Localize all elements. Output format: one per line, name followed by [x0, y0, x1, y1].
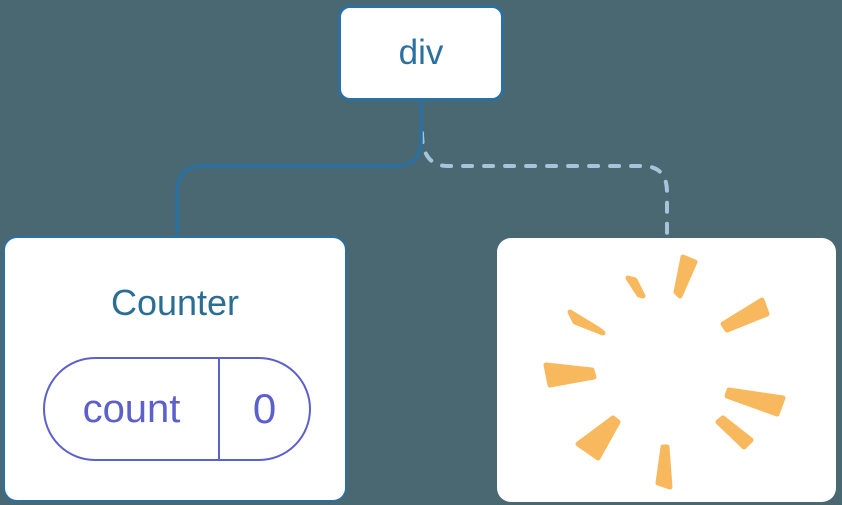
state-key-cell: count	[45, 359, 218, 459]
state-key-label: count	[82, 386, 181, 431]
poof-ray	[673, 254, 698, 299]
poof-ray	[543, 362, 597, 388]
dashed-connector-line	[420, 131, 669, 242]
state-pill: count 0	[43, 357, 311, 461]
counter-component-card: Counter count 0	[3, 236, 347, 502]
poof-ray	[575, 415, 621, 461]
poof-ray	[655, 444, 673, 490]
solid-connector-line	[175, 99, 423, 239]
poof-burst-icon	[543, 254, 786, 490]
tree-node-div-label: div	[398, 33, 444, 72]
tree-node-div: div	[338, 5, 504, 101]
poof-ray	[715, 415, 754, 450]
removed-component-card	[497, 238, 836, 502]
counter-card-title: Counter	[110, 282, 240, 323]
poof-ray	[724, 387, 786, 417]
poof-ray	[625, 275, 646, 299]
state-value-label: 0	[252, 385, 277, 432]
poof-ray	[567, 309, 606, 336]
state-value-cell: 0	[220, 359, 309, 459]
poof-ray	[720, 297, 770, 333]
state-pill-divider	[218, 359, 220, 459]
